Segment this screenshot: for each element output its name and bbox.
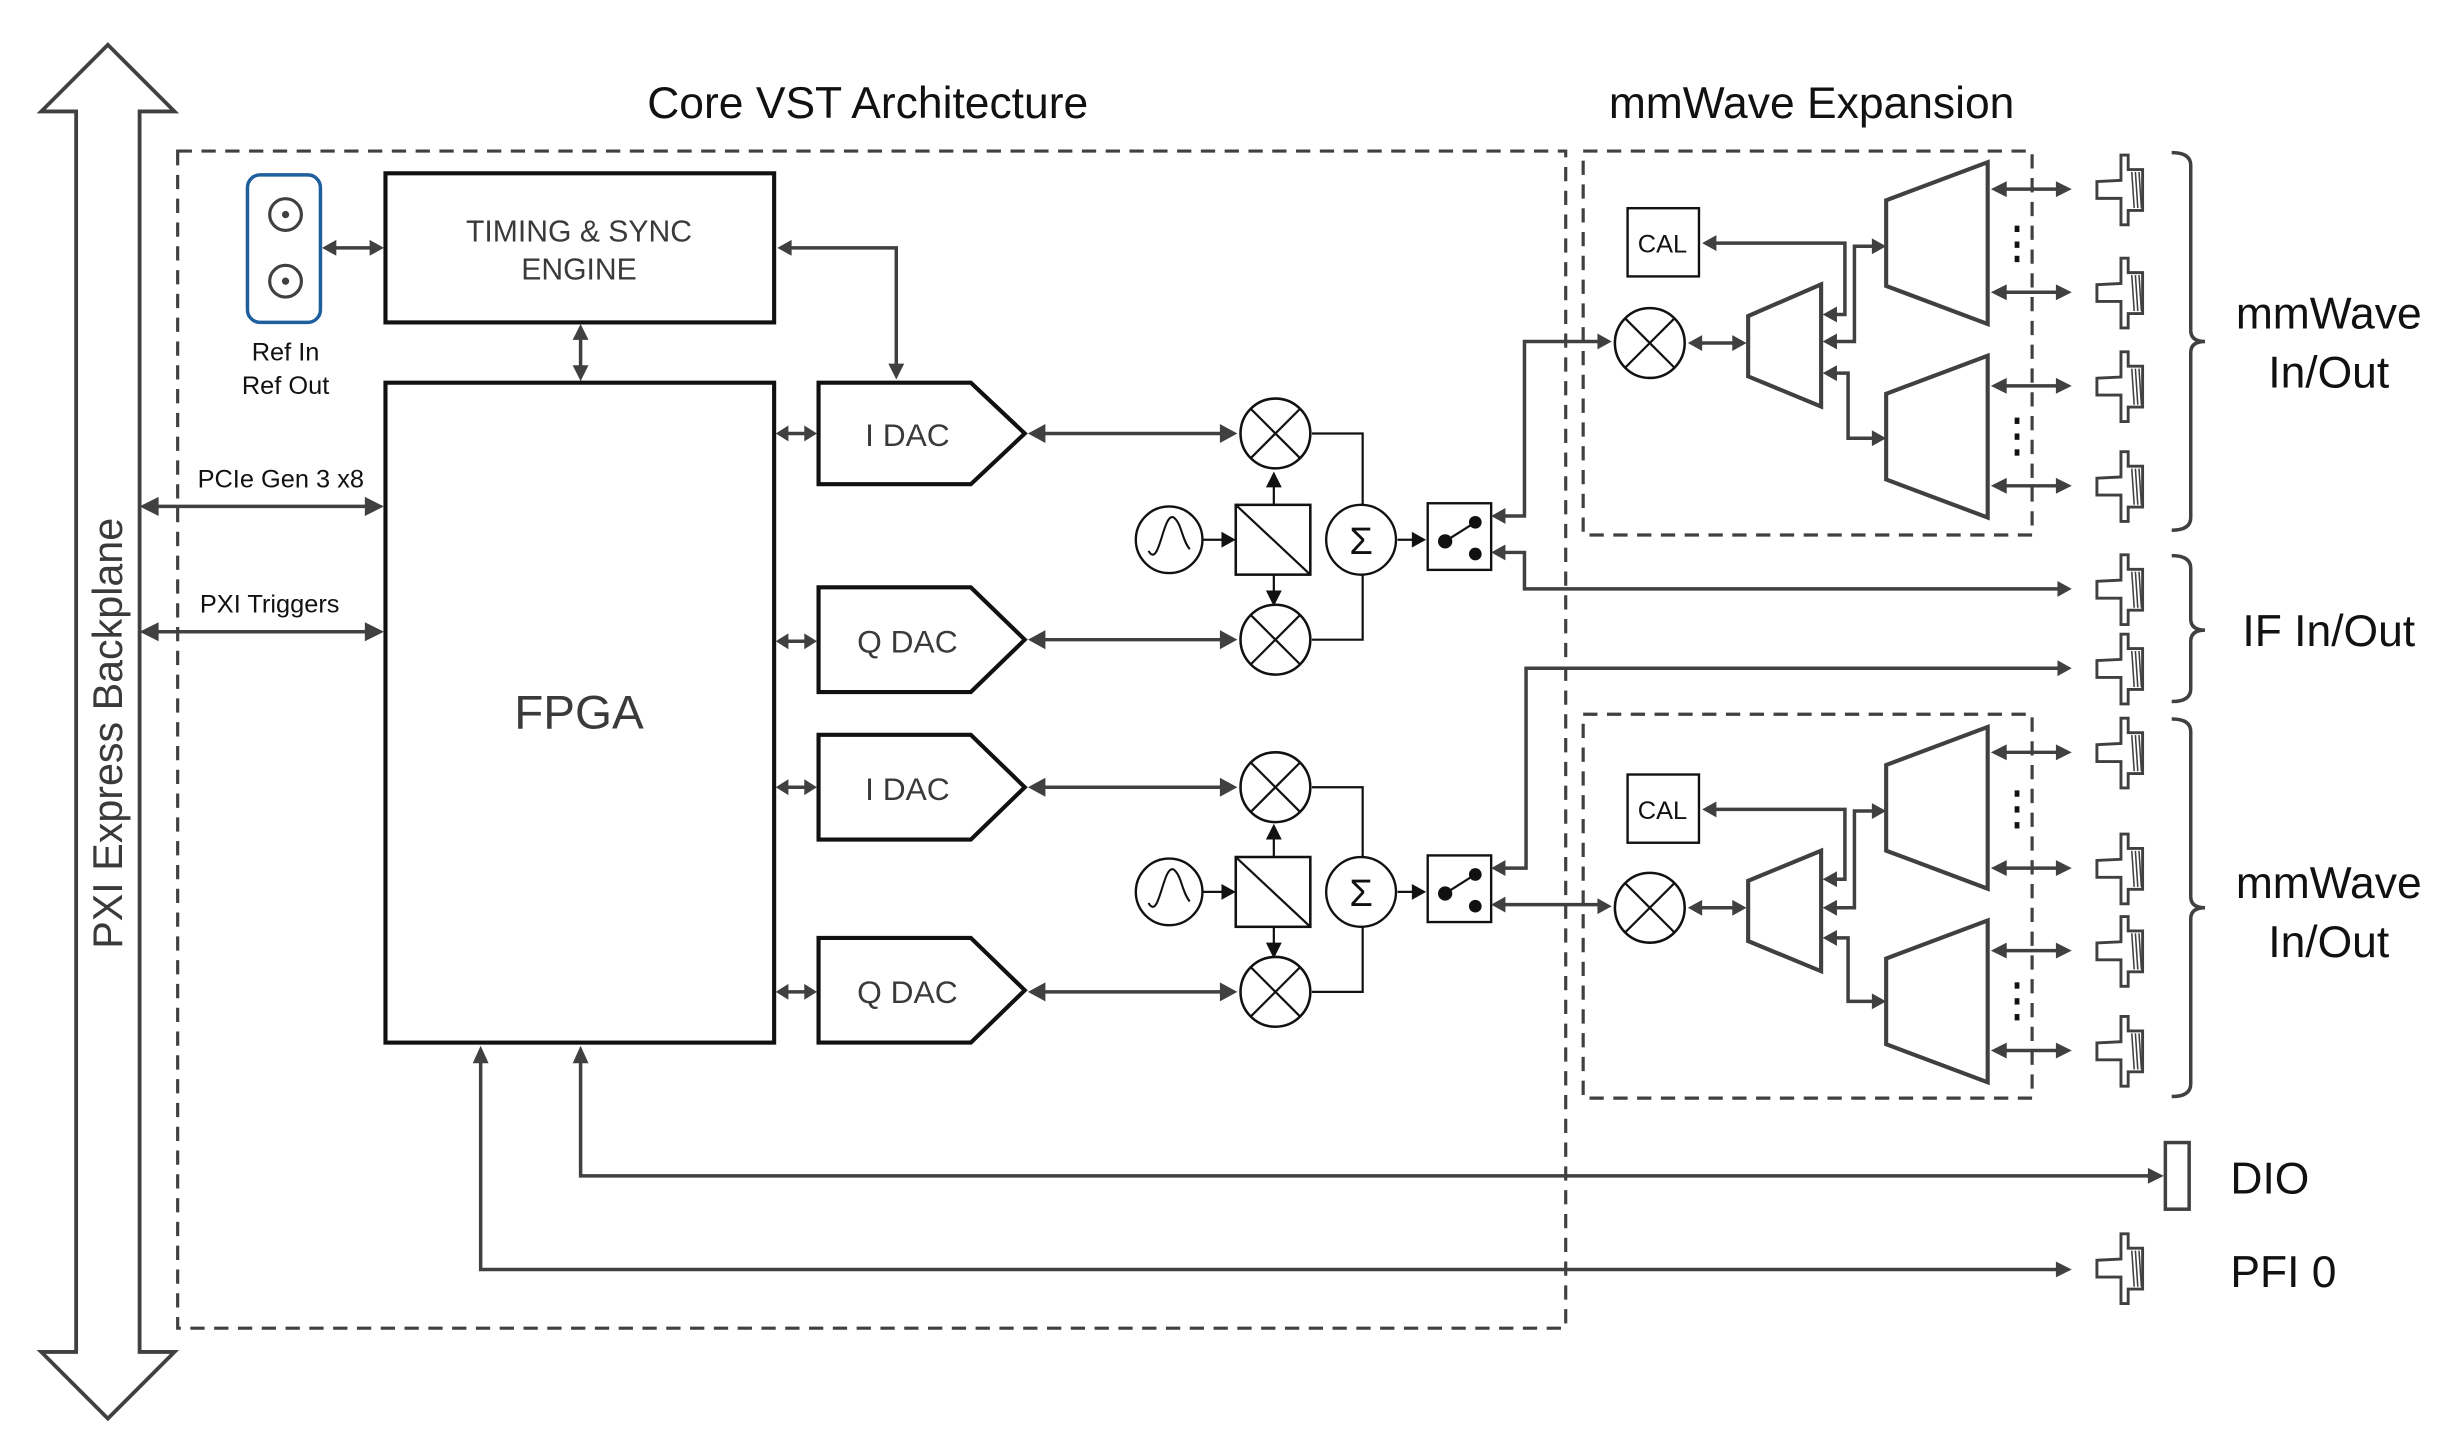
sma-connector-icon xyxy=(2097,718,2143,788)
mmwave-top-port-label-2: In/Out xyxy=(2268,348,2390,397)
q-dac-bottom-block: Q DAC xyxy=(816,935,1028,1045)
summer-icon xyxy=(1324,503,1398,576)
timing-sync-engine-block: TIMING & SYNC ENGINE xyxy=(383,171,777,325)
pxi-triggers-label: PXI Triggers xyxy=(200,591,340,619)
port-braces xyxy=(2171,150,2206,1099)
connectors xyxy=(2097,155,2191,1304)
sma-connector-icon xyxy=(2097,258,2143,328)
fpga-dac-links xyxy=(775,425,817,1000)
svg-text:ENGINE: ENGINE xyxy=(521,254,637,287)
sma-connector-icon xyxy=(2097,634,2143,704)
mixer-icon xyxy=(1239,955,1312,1029)
cal-bottom-block xyxy=(1626,773,1701,844)
pxi-triggers-bus: PXI Triggers xyxy=(139,591,384,642)
svg-text:TIMING & SYNC: TIMING & SYNC xyxy=(466,216,692,249)
mixer-icon xyxy=(1239,751,1312,824)
fpga-io-lines xyxy=(472,1045,2164,1278)
mmwave-top-internals: CAL xyxy=(1613,159,2072,521)
svg-text:Q DAC: Q DAC xyxy=(857,623,957,659)
ref-in-label: Ref In xyxy=(252,338,320,366)
pcie-label: PCIe Gen 3 x8 xyxy=(198,465,364,493)
mmwave-top-port-label: mmWave xyxy=(2236,290,2422,339)
pfi-port-label: PFI 0 xyxy=(2230,1248,2336,1297)
mmwave-top-boundary xyxy=(1581,149,2034,537)
mmwave-bottom-port-label-2: In/Out xyxy=(2268,918,2390,967)
svg-text:I DAC: I DAC xyxy=(865,771,950,807)
q-dac-top-block: Q DAC xyxy=(816,585,1028,695)
iq-modulator-top: Σ xyxy=(1134,397,1493,676)
mixer-icon xyxy=(1239,397,1312,470)
sma-connector-icon xyxy=(2097,1234,2143,1304)
sma-connector-icon xyxy=(2097,352,2143,422)
svg-text:FPGA: FPGA xyxy=(514,687,644,740)
svg-text:Σ: Σ xyxy=(1349,873,1373,915)
fpga-block: FPGA xyxy=(383,380,777,1045)
svg-text:CAL: CAL xyxy=(1638,231,1687,259)
switch-icon xyxy=(1426,854,1493,924)
i-dac-bottom-block: I DAC xyxy=(816,732,1028,842)
summer-icon xyxy=(1324,855,1398,929)
backplane-label: PXI Express Backplane xyxy=(85,518,131,949)
switch-icon xyxy=(1426,502,1493,572)
dac-mixer-links xyxy=(1027,423,1238,1002)
sma-connector-icon xyxy=(2097,555,2143,625)
core-section-title: Core VST Architecture xyxy=(647,79,1088,128)
ellipsis-icon xyxy=(2014,225,2020,456)
mixer-icon xyxy=(1239,603,1312,676)
ref-connector: Ref In Ref Out xyxy=(242,173,329,400)
svg-text:CAL: CAL xyxy=(1638,797,1687,825)
mmwave-bottom-boundary xyxy=(1581,712,2034,1100)
dio-port-label: DIO xyxy=(2230,1154,2309,1203)
backplane-arrow: PXI Express Backplane xyxy=(36,42,180,1422)
iq-modulator-bottom: Σ xyxy=(1134,751,1493,1029)
oscillator-icon xyxy=(1134,505,1204,575)
mmwave-section-title: mmWave Expansion xyxy=(1609,79,2015,128)
core-vst-boundary xyxy=(176,149,1568,1330)
svg-text:I DAC: I DAC xyxy=(865,417,950,453)
sma-connector-icon xyxy=(2097,1016,2143,1086)
if-port-label: IF In/Out xyxy=(2242,607,2415,656)
pcie-bus: PCIe Gen 3 x8 xyxy=(139,465,384,516)
mixer-icon xyxy=(1613,871,1686,944)
mixer-icon xyxy=(1613,306,1686,380)
switch-routing xyxy=(1491,333,2072,915)
svg-text:Q DAC: Q DAC xyxy=(857,974,957,1010)
dio-connector-icon xyxy=(2163,1140,2191,1211)
sma-connector-icon xyxy=(2097,834,2143,904)
mmwave-bottom-port-label: mmWave xyxy=(2236,859,2422,908)
mmwave-bottom-internals: CAL xyxy=(1613,723,2072,1086)
oscillator-icon xyxy=(1134,857,1204,927)
ref-out-label: Ref Out xyxy=(242,372,329,400)
sma-connector-icon xyxy=(2097,155,2143,225)
sma-connector-icon xyxy=(2097,452,2143,522)
cal-top-block xyxy=(1626,207,1701,278)
i-dac-top-block: I DAC xyxy=(816,380,1028,487)
sma-connector-icon xyxy=(2097,917,2143,987)
ellipsis-icon xyxy=(2014,790,2020,1021)
svg-text:Σ: Σ xyxy=(1349,521,1373,563)
